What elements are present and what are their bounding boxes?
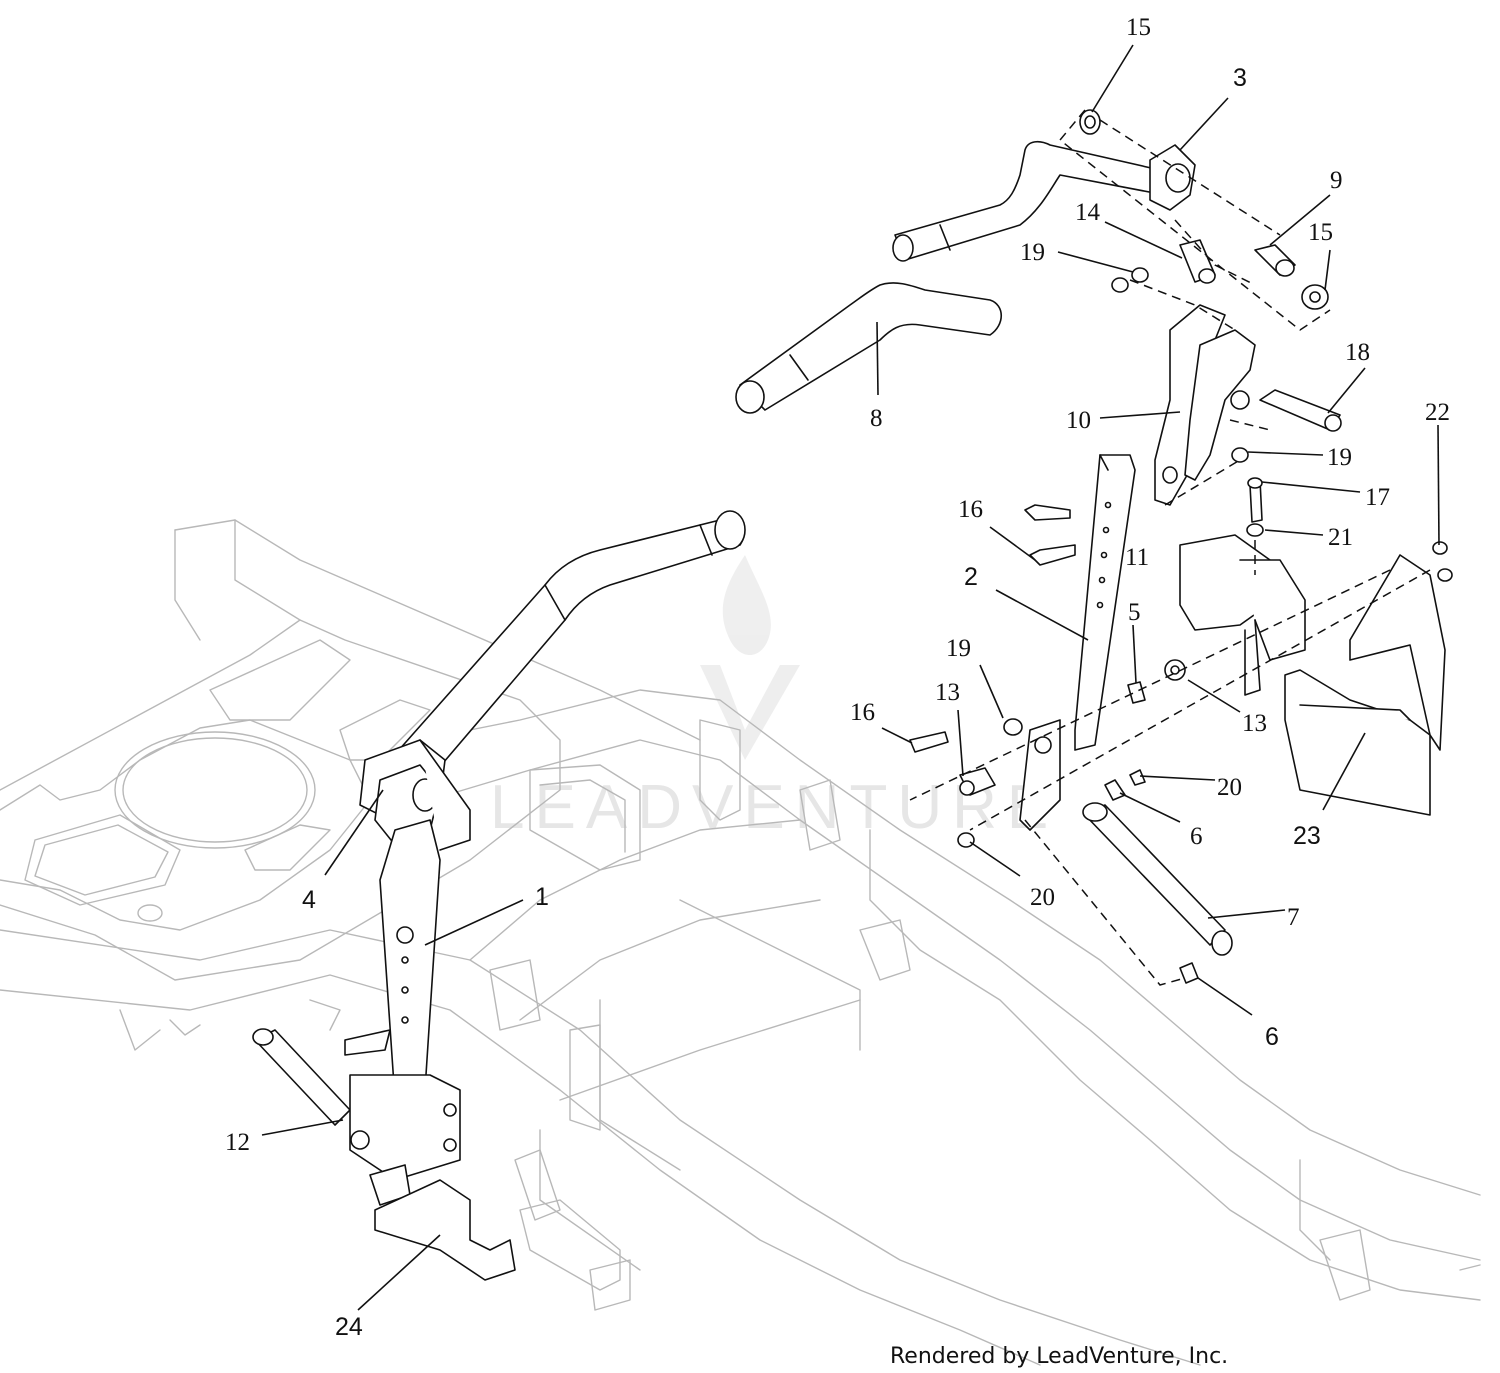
part-6-ball-stud-upper xyxy=(1104,779,1126,801)
part-20-nut-lower xyxy=(957,832,975,848)
callout-21: 21 xyxy=(1328,524,1353,551)
part-2-upright xyxy=(1019,454,1136,831)
callout-23: 23 xyxy=(1293,822,1321,850)
callout-8: 8 xyxy=(870,405,883,432)
callout-3: 3 xyxy=(1233,64,1247,92)
part-3-handle xyxy=(892,109,1196,262)
callout-9: 9 xyxy=(1330,167,1343,194)
callouts: 15 3 9 15 14 19 18 10 8 19 17 22 16 21 1… xyxy=(225,14,1450,1341)
part-19-nut-top xyxy=(1111,267,1149,293)
callout-16-upper: 16 xyxy=(958,496,983,523)
part-17-bolt xyxy=(1247,477,1263,523)
part-6-ball-stud-lower xyxy=(1179,962,1199,984)
part-8-handle xyxy=(735,282,1003,414)
callout-13-left: 13 xyxy=(935,679,960,706)
watermark-text: LEADVENTURE xyxy=(490,773,1058,842)
callout-24: 24 xyxy=(335,1313,363,1341)
render-credit: Rendered by LeadVenture, Inc. xyxy=(890,1344,1228,1369)
part-7-gas-spring xyxy=(1082,802,1233,956)
callout-15-upper: 15 xyxy=(1126,14,1151,41)
part-14-bushing xyxy=(1179,239,1216,284)
callout-1: 1 xyxy=(535,883,549,911)
callout-19-right: 19 xyxy=(1327,444,1352,471)
part-13-bushing-left xyxy=(959,767,996,796)
part-5-nut xyxy=(1127,681,1146,704)
callout-13-right: 13 xyxy=(1242,710,1267,737)
part-9-spacer xyxy=(1254,244,1296,277)
part-10-arm-plates xyxy=(1154,304,1256,506)
part-19-nut-right xyxy=(1231,447,1249,463)
part-11-bracket xyxy=(1179,534,1306,696)
callout-6-upper: 6 xyxy=(1190,823,1203,850)
part-19-washer-lower xyxy=(1003,718,1023,736)
callout-7: 7 xyxy=(1287,904,1300,931)
part-16-bolt-upper xyxy=(1024,504,1076,566)
part-16-bolt-lower xyxy=(909,731,949,753)
callout-18: 18 xyxy=(1345,339,1370,366)
watermark: LEADVENTURE xyxy=(490,555,1058,842)
callout-5: 5 xyxy=(1128,599,1141,626)
part-23-bracket xyxy=(1284,541,1453,816)
part-20-nut-spring xyxy=(1129,769,1146,786)
leader-lines xyxy=(261,44,1440,1311)
part-18-pin xyxy=(1259,389,1342,432)
callout-6-lower: 6 xyxy=(1265,1023,1279,1051)
callout-12: 12 xyxy=(225,1129,250,1156)
part-21-washer xyxy=(1246,523,1264,537)
chassis-frame xyxy=(0,519,1481,1366)
callout-10: 10 xyxy=(1066,407,1091,434)
assembly-lines xyxy=(909,109,1431,986)
callout-4: 4 xyxy=(302,886,316,914)
callout-17: 17 xyxy=(1365,484,1390,511)
part-15-washer-right xyxy=(1301,284,1329,310)
callout-20-right: 20 xyxy=(1217,774,1242,801)
callout-19-upper: 19 xyxy=(1020,239,1045,266)
leadventure-logo-icon xyxy=(700,555,800,760)
callout-11: 11 xyxy=(1125,544,1149,571)
callout-2: 2 xyxy=(964,563,978,591)
callout-16-lower: 16 xyxy=(850,699,875,726)
callout-15-lower: 15 xyxy=(1308,219,1333,246)
callout-20-lower: 20 xyxy=(1030,884,1055,911)
callout-19-lower: 19 xyxy=(946,635,971,662)
callout-22: 22 xyxy=(1425,399,1450,426)
assembled-lever-left xyxy=(252,510,746,1281)
callout-14: 14 xyxy=(1075,199,1101,226)
